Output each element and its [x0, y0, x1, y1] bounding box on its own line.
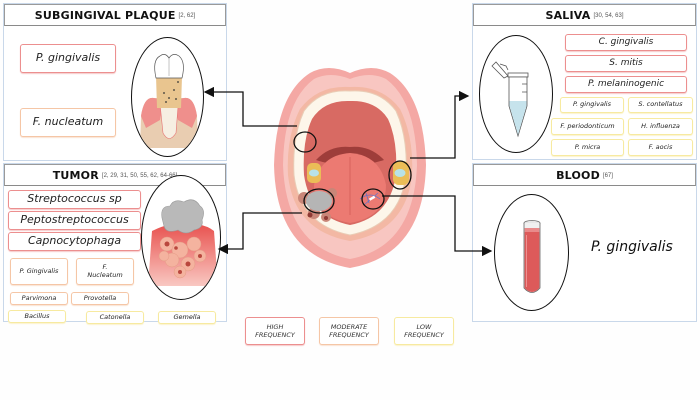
bacteria-name: Bacillus [24, 311, 50, 320]
saliva-panel: SALIVA [30, 54, 63] C. gingivalis S. mit… [472, 3, 697, 160]
blood-panel: BLOOD [67] P. gingivalis [472, 163, 697, 322]
tumor-illustration [148, 199, 218, 286]
bacteria-name: F. Nucleatum [87, 263, 123, 279]
tooth-illustration [140, 54, 198, 148]
bacteria-label: P. gingivalis [591, 239, 673, 255]
bacteria-label: F. Nucleatum [76, 258, 134, 285]
panel-title: BLOOD [556, 168, 600, 182]
bacteria-label: Streptococcus sp [8, 190, 141, 209]
legend-label: MODERATE [330, 322, 368, 331]
bacteria-name: P. micra [574, 142, 601, 151]
bacteria-label: Catonella [86, 311, 144, 324]
bacteria-name: P. melaninogenic [587, 79, 665, 90]
bacteria-label: P. Gingivalis [10, 258, 68, 285]
blood-header: BLOOD [67] [473, 164, 696, 186]
open-mouth-icon [274, 68, 426, 268]
saliva-tube-illustration [491, 61, 529, 138]
panel-title: TUMOR [52, 168, 99, 182]
subgingival-plaque-header: SUBGINGIVAL PLAQUE [2, 62] [4, 4, 226, 26]
panel-refs: [2, 62] [178, 13, 196, 19]
bacteria-name: Provotella [83, 293, 117, 302]
bacteria-label: P. melaninogenic [565, 76, 687, 93]
bacteria-label: S. contellatus [628, 97, 693, 113]
bacteria-label: P. gingivalis [560, 97, 624, 113]
bacteria-label: P. micra [551, 139, 624, 156]
bacteria-name: H. influenza [641, 121, 680, 130]
saliva-header: SALIVA [30, 54, 63] [473, 4, 696, 26]
bacteria-label: C. gingivalis [565, 34, 687, 51]
bacteria-label: Parvimona [10, 292, 68, 305]
panel-title: SUBGINGIVAL PLAQUE [34, 8, 176, 22]
bacteria-name: Catonella [99, 312, 131, 321]
bacteria-name: F. nucleatum [32, 115, 104, 129]
blood-tube-icon [494, 194, 569, 311]
bacteria-label: Bacillus [8, 310, 66, 323]
bacteria-label: H. influenza [628, 118, 693, 135]
legend-label: FREQUENCY [329, 331, 369, 339]
periodontal-tooth-icon [131, 37, 204, 157]
bacteria-name: Gemella [173, 312, 201, 321]
bacteria-label: F. periodonticum [551, 118, 624, 135]
bacteria-name: Parvimona [21, 293, 57, 302]
bacteria-name: F. periodonticum [560, 121, 615, 130]
tumor-tissue-icon [141, 175, 221, 300]
saliva-tube-icon [479, 35, 553, 153]
bacteria-label: Gemella [158, 311, 216, 324]
blood-tube-illustration [523, 220, 541, 293]
bacteria-label: Peptostreptococcus [8, 211, 141, 230]
panel-refs: [2, 29, 31, 50, 55, 62, 64-66] [101, 173, 178, 179]
bacteria-name: P. gingivalis [573, 100, 611, 109]
bacteria-label: Provotella [71, 292, 129, 305]
subgingival-plaque-panel: SUBGINGIVAL PLAQUE [2, 62] P. gingivalis… [3, 3, 227, 161]
bacteria-name: S. contellatus [638, 100, 683, 109]
legend-label: HIGH [266, 322, 284, 331]
bacteria-label: F. nucleatum [20, 108, 116, 137]
panel-refs: [67] [602, 173, 613, 179]
legend-label: FREQUENCY [255, 331, 295, 339]
bacteria-name: P. gingivalis [591, 239, 673, 255]
bacteria-name: C. gingivalis [598, 37, 654, 48]
bacteria-label: S. mitis [565, 55, 687, 72]
bacteria-name: Streptococcus sp [27, 192, 122, 206]
tumor-panel: TUMOR [2, 29, 31, 50, 55, 62, 64-66] Str… [3, 163, 227, 324]
bacteria-name: S. mitis [609, 58, 643, 69]
panel-title: SALIVA [545, 8, 591, 22]
panel-refs: [30, 54, 63] [593, 13, 624, 19]
bacteria-name: P. Gingivalis [19, 266, 59, 275]
bacteria-label: P. gingivalis [20, 44, 116, 73]
legend-label: FREQUENCY [404, 331, 444, 339]
bacteria-name: F. aocis [648, 142, 673, 151]
bacteria-label: Capnocytophaga [8, 232, 141, 251]
bacteria-name: P. gingivalis [35, 51, 101, 65]
legend-label: LOW [416, 322, 432, 331]
bacteria-name: Capnocytophaga [27, 234, 122, 248]
bacteria-name: Peptostreptococcus [20, 213, 129, 227]
bacteria-label: F. aocis [628, 139, 693, 156]
